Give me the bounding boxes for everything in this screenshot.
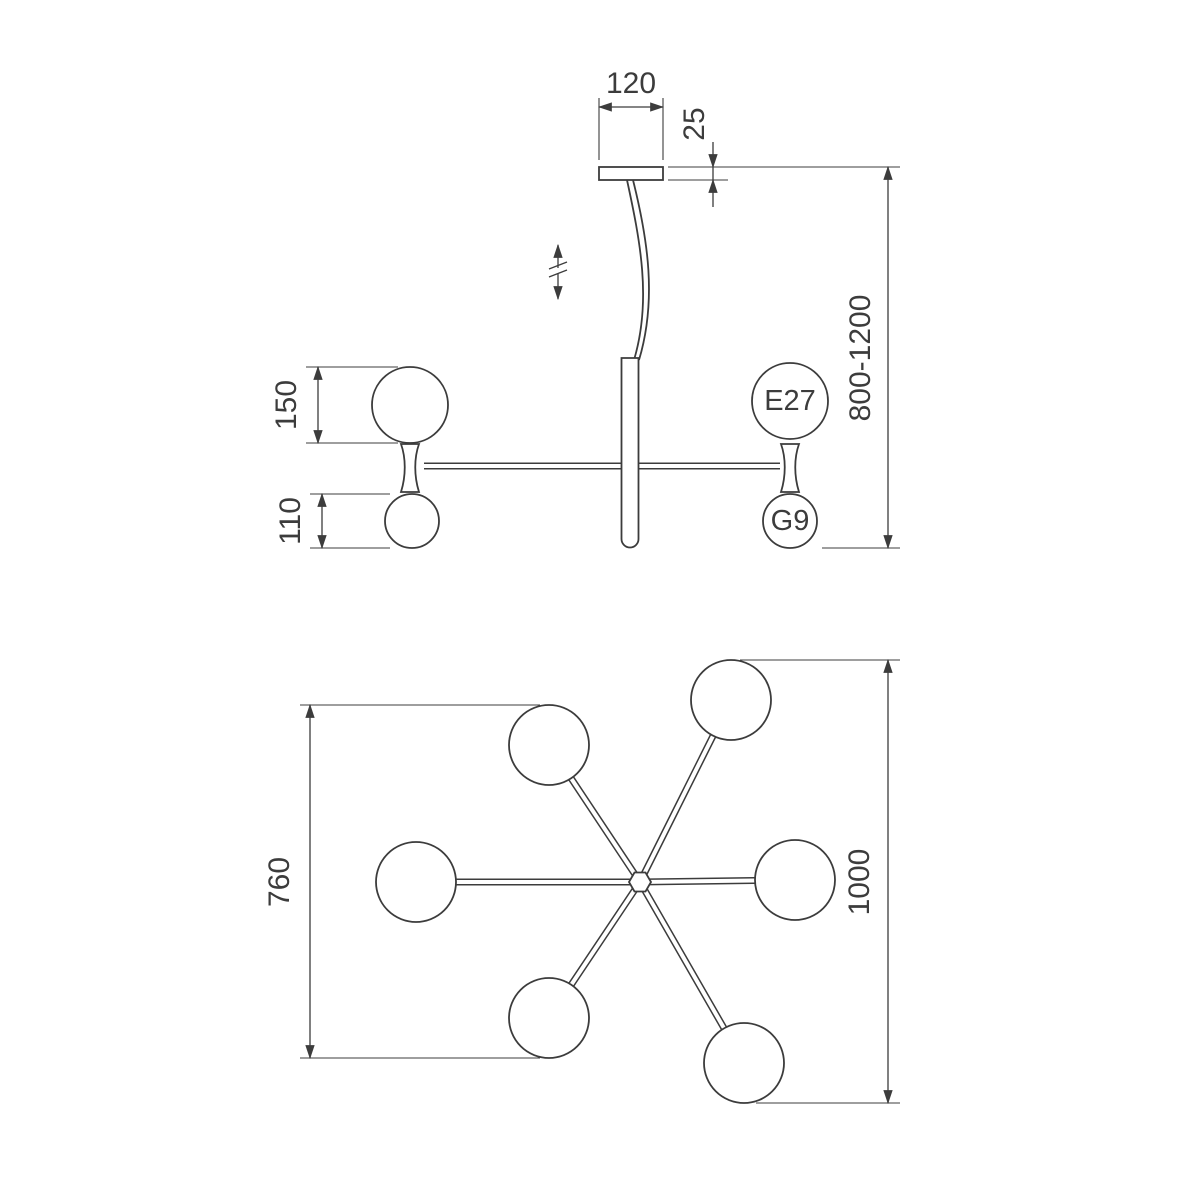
adjust-break-tick-2 — [548, 269, 568, 278]
dimension-overall-span: 1000 — [740, 658, 900, 1105]
dimension-large-globe: 150 — [270, 365, 398, 445]
dim-label-canopy-width: 120 — [606, 67, 656, 100]
dimension-hanging-height: 800-1200 — [668, 165, 900, 550]
lamp-holder-right — [779, 443, 801, 493]
plan-globe-right — [754, 839, 836, 921]
socket-label-g9: G9 — [771, 505, 810, 537]
dim-label-hanging-height: 800-1200 — [844, 295, 877, 422]
center-hub — [627, 871, 653, 893]
ceiling-canopy — [598, 166, 664, 181]
plan-globe-upper-left — [508, 704, 590, 786]
plan-globe-lower-left — [508, 977, 590, 1059]
plan-globe-lower-right — [703, 1022, 785, 1104]
height-adjust-symbol — [548, 243, 568, 301]
globe-small-right — [762, 493, 818, 549]
plan-arms — [416, 698, 796, 1065]
dim-label-inner-span: 760 — [263, 857, 296, 907]
globe-small-left — [384, 493, 440, 549]
center-rod — [620, 357, 640, 549]
plan-view: 760 1000 — [263, 658, 900, 1105]
dim-label-canopy-thickness: 25 — [678, 107, 711, 140]
adjust-break-tick-1 — [548, 261, 568, 270]
socket-label-e27: E27 — [764, 385, 816, 417]
globe-large-right — [751, 362, 829, 440]
dimension-inner-span: 760 — [263, 703, 540, 1060]
side-view: E27 G9 120 25 800-1200 — [270, 67, 900, 550]
plan-globe-upper-right — [690, 659, 772, 741]
dim-label-large-globe: 150 — [270, 380, 303, 430]
dim-label-small-globe: 110 — [274, 497, 307, 545]
plan-globe-left — [375, 841, 457, 923]
dimension-canopy-thickness: 25 — [668, 107, 728, 207]
globe-large-left — [371, 366, 449, 444]
dim-label-overall-span: 1000 — [843, 849, 876, 916]
dimension-small-globe: 110 — [274, 492, 390, 550]
dimension-canopy-width: 120 — [597, 67, 665, 160]
suspension-cable — [626, 179, 645, 361]
suspension-cable-2 — [632, 179, 650, 361]
lamp-holder-left — [399, 443, 421, 493]
